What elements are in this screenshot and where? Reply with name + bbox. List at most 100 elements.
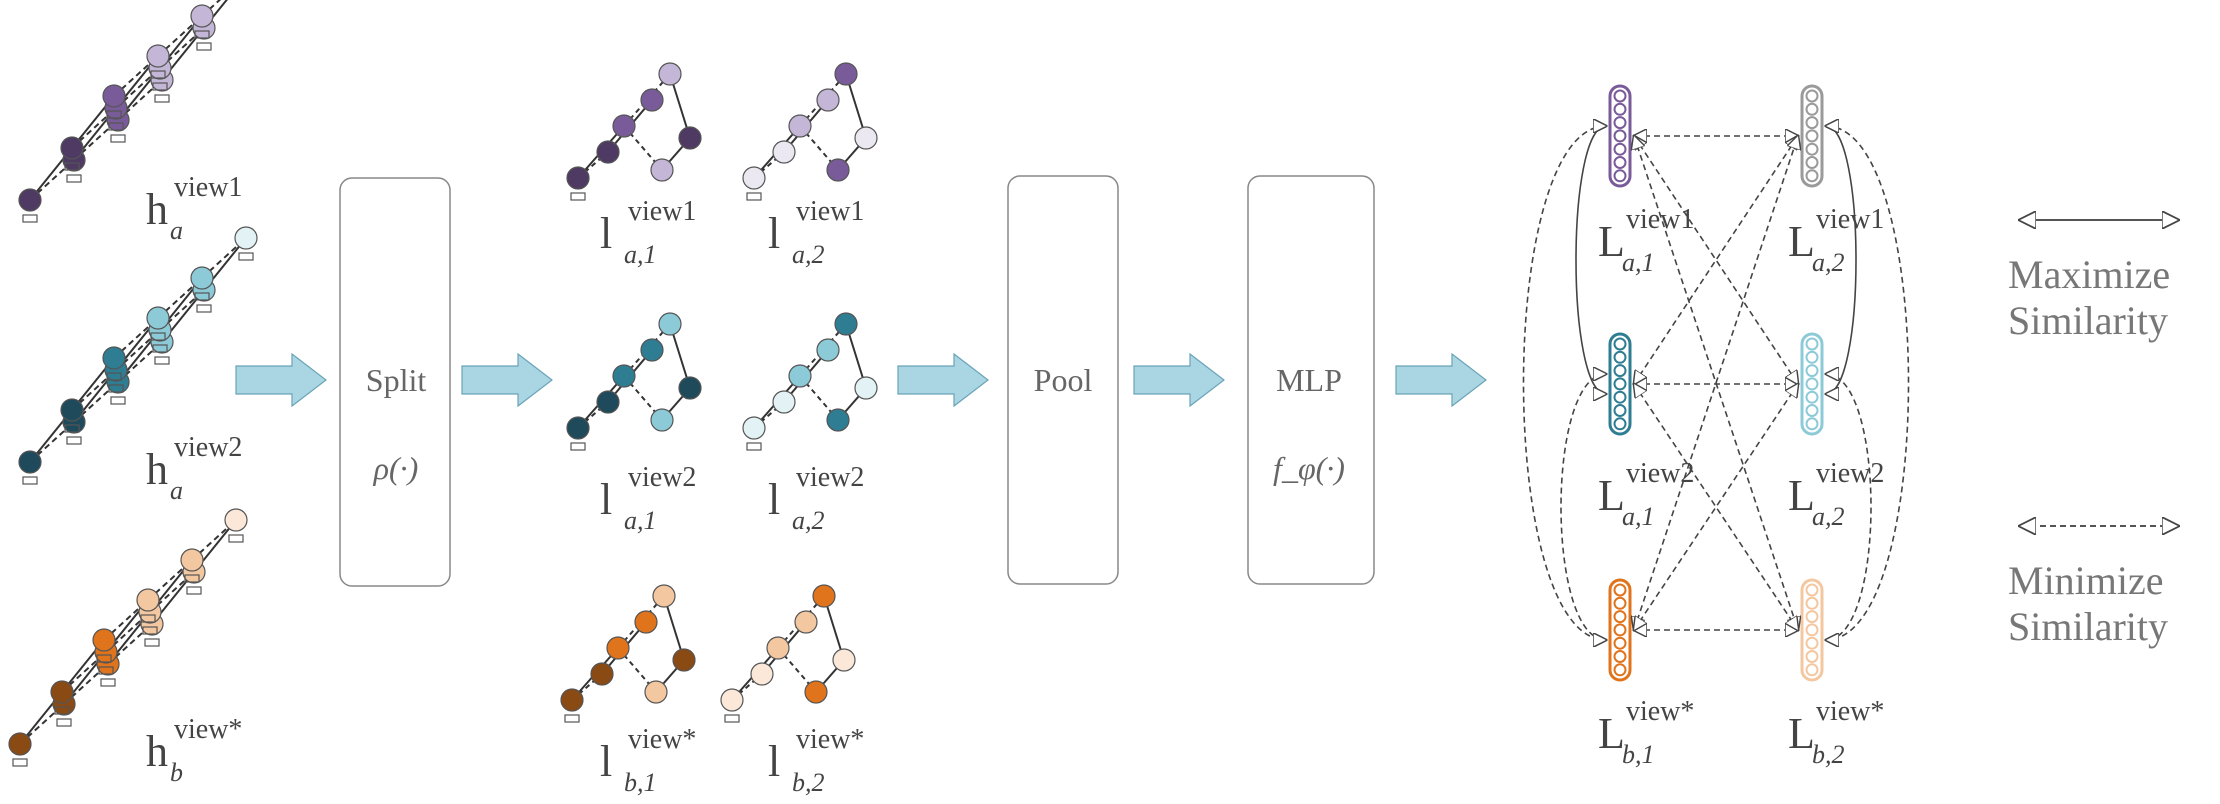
pool-box xyxy=(1007,175,1119,585)
tree-leaf-marker xyxy=(150,70,166,79)
input-label-viewstar: h view* b xyxy=(146,716,242,786)
embed-label-a1-view1: L view1 a,1 xyxy=(1598,206,1694,276)
tree-node xyxy=(136,588,160,612)
tree-leaf-marker xyxy=(110,134,126,143)
label-sup: view* xyxy=(1626,696,1695,727)
embedding-unit xyxy=(1805,156,1819,169)
embed-label-b1-viewstar: L view* b,1 xyxy=(1598,698,1694,768)
label-base: l xyxy=(600,475,613,524)
label-sup: view2 xyxy=(628,462,697,493)
embedding-unit xyxy=(1805,596,1819,610)
embedding-unit xyxy=(1805,636,1819,650)
embedding-unit xyxy=(1805,583,1819,597)
label-base: l xyxy=(600,737,613,786)
label-base: l xyxy=(600,209,613,258)
tree-leaf-marker xyxy=(12,758,28,767)
embedding-unit xyxy=(1805,623,1819,637)
embedding-unit xyxy=(1613,650,1627,663)
embedding-unit xyxy=(1613,169,1627,183)
embedding-unit xyxy=(1613,129,1627,143)
split-tree-b2-viewstar xyxy=(720,584,856,723)
embedding-unit xyxy=(1613,663,1627,677)
maximize-link-right xyxy=(1826,126,1857,394)
subtree-node xyxy=(612,114,636,138)
embedding-unit xyxy=(1613,102,1627,116)
label-sub: b,1 xyxy=(624,768,657,797)
tree-leaf-marker xyxy=(238,252,254,261)
embedding-unit xyxy=(1613,142,1627,156)
embedding-unit xyxy=(1613,377,1627,391)
label-base: L xyxy=(1598,217,1625,266)
tree-node xyxy=(234,226,258,250)
embed-label-a2-view2: L view2 a,2 xyxy=(1788,460,1884,530)
embedding-unit xyxy=(1805,116,1819,130)
mlp-box-label: MLP xyxy=(1234,362,1384,399)
minimize-link-left-inner xyxy=(1560,374,1606,640)
label-base: h xyxy=(146,185,168,234)
label-sub: a,2 xyxy=(1812,248,1845,277)
split-box-title: Split xyxy=(365,362,427,398)
tree-leaf-marker xyxy=(196,42,212,51)
legend-maximize-line2: Similarity xyxy=(2008,298,2168,343)
minimize-link-right-inner xyxy=(1826,374,1872,640)
tree-node xyxy=(224,508,248,532)
subtree-node xyxy=(644,680,668,704)
tree-node xyxy=(190,4,214,28)
subtree-node xyxy=(560,688,584,712)
subtree-node xyxy=(658,62,682,86)
subtree-edge xyxy=(731,673,763,701)
subtree-node xyxy=(834,62,858,86)
embedding-unit xyxy=(1805,663,1819,677)
subtree-node xyxy=(566,416,590,440)
legend-maximize-text: Maximize Similarity xyxy=(2008,252,2170,344)
subtree-node xyxy=(812,584,836,608)
split-label-a1-view2: l view2 a,1 xyxy=(600,464,696,534)
subtree-leaf-marker xyxy=(724,714,740,723)
split-tree-a1-view2 xyxy=(566,312,702,451)
mlp-box-fphi: f_φ(·) xyxy=(1273,450,1345,486)
embedding-unit xyxy=(1805,89,1819,103)
tree-leaf-marker xyxy=(56,718,72,727)
subtree-node xyxy=(742,416,766,440)
split-label-a1-view1: l view1 a,1 xyxy=(600,198,696,268)
subtree-node xyxy=(678,126,702,150)
label-base: h xyxy=(146,727,168,776)
label-sub: a,2 xyxy=(1812,502,1845,531)
embedding-unit xyxy=(1613,337,1627,351)
embedding-unit xyxy=(1805,404,1819,417)
label-sup: view2 xyxy=(796,462,865,493)
embedding-unit xyxy=(1613,583,1627,597)
subtree-node xyxy=(750,662,774,686)
subtree-node xyxy=(816,88,840,112)
subtree-node xyxy=(788,114,812,138)
input-tree-view2 xyxy=(18,226,258,485)
subtree-leaf-marker xyxy=(570,192,586,201)
subtree-node xyxy=(672,648,696,672)
split-box-function: ρ(·) xyxy=(321,450,471,487)
tree-node xyxy=(102,346,126,370)
embedding-a2-view1 xyxy=(1800,84,1824,188)
embedding-unit xyxy=(1805,129,1819,143)
tree-node xyxy=(18,188,42,212)
arrow-from-split xyxy=(461,352,553,408)
embedding-unit xyxy=(1613,364,1627,378)
tree-node xyxy=(60,398,84,422)
label-base: L xyxy=(1598,709,1625,758)
subtree-node xyxy=(596,140,620,164)
subtree-node xyxy=(596,390,620,414)
subtree-edge xyxy=(571,673,603,701)
label-sup: view* xyxy=(628,724,697,755)
arrow-to-pool xyxy=(897,352,989,408)
label-sub: a xyxy=(170,476,183,505)
tree-leaf-marker xyxy=(186,586,202,595)
label-sub: a,1 xyxy=(1622,248,1655,277)
label-sub: b,1 xyxy=(1622,740,1655,769)
embedding-a1-view1 xyxy=(1608,84,1632,188)
label-sub: b xyxy=(170,758,183,787)
embedding-unit xyxy=(1613,610,1627,624)
embedding-unit xyxy=(1613,390,1627,404)
tree-leaf-marker xyxy=(96,654,112,663)
tree-node xyxy=(60,136,84,160)
tree-node xyxy=(190,266,214,290)
subtree-node xyxy=(566,166,590,190)
